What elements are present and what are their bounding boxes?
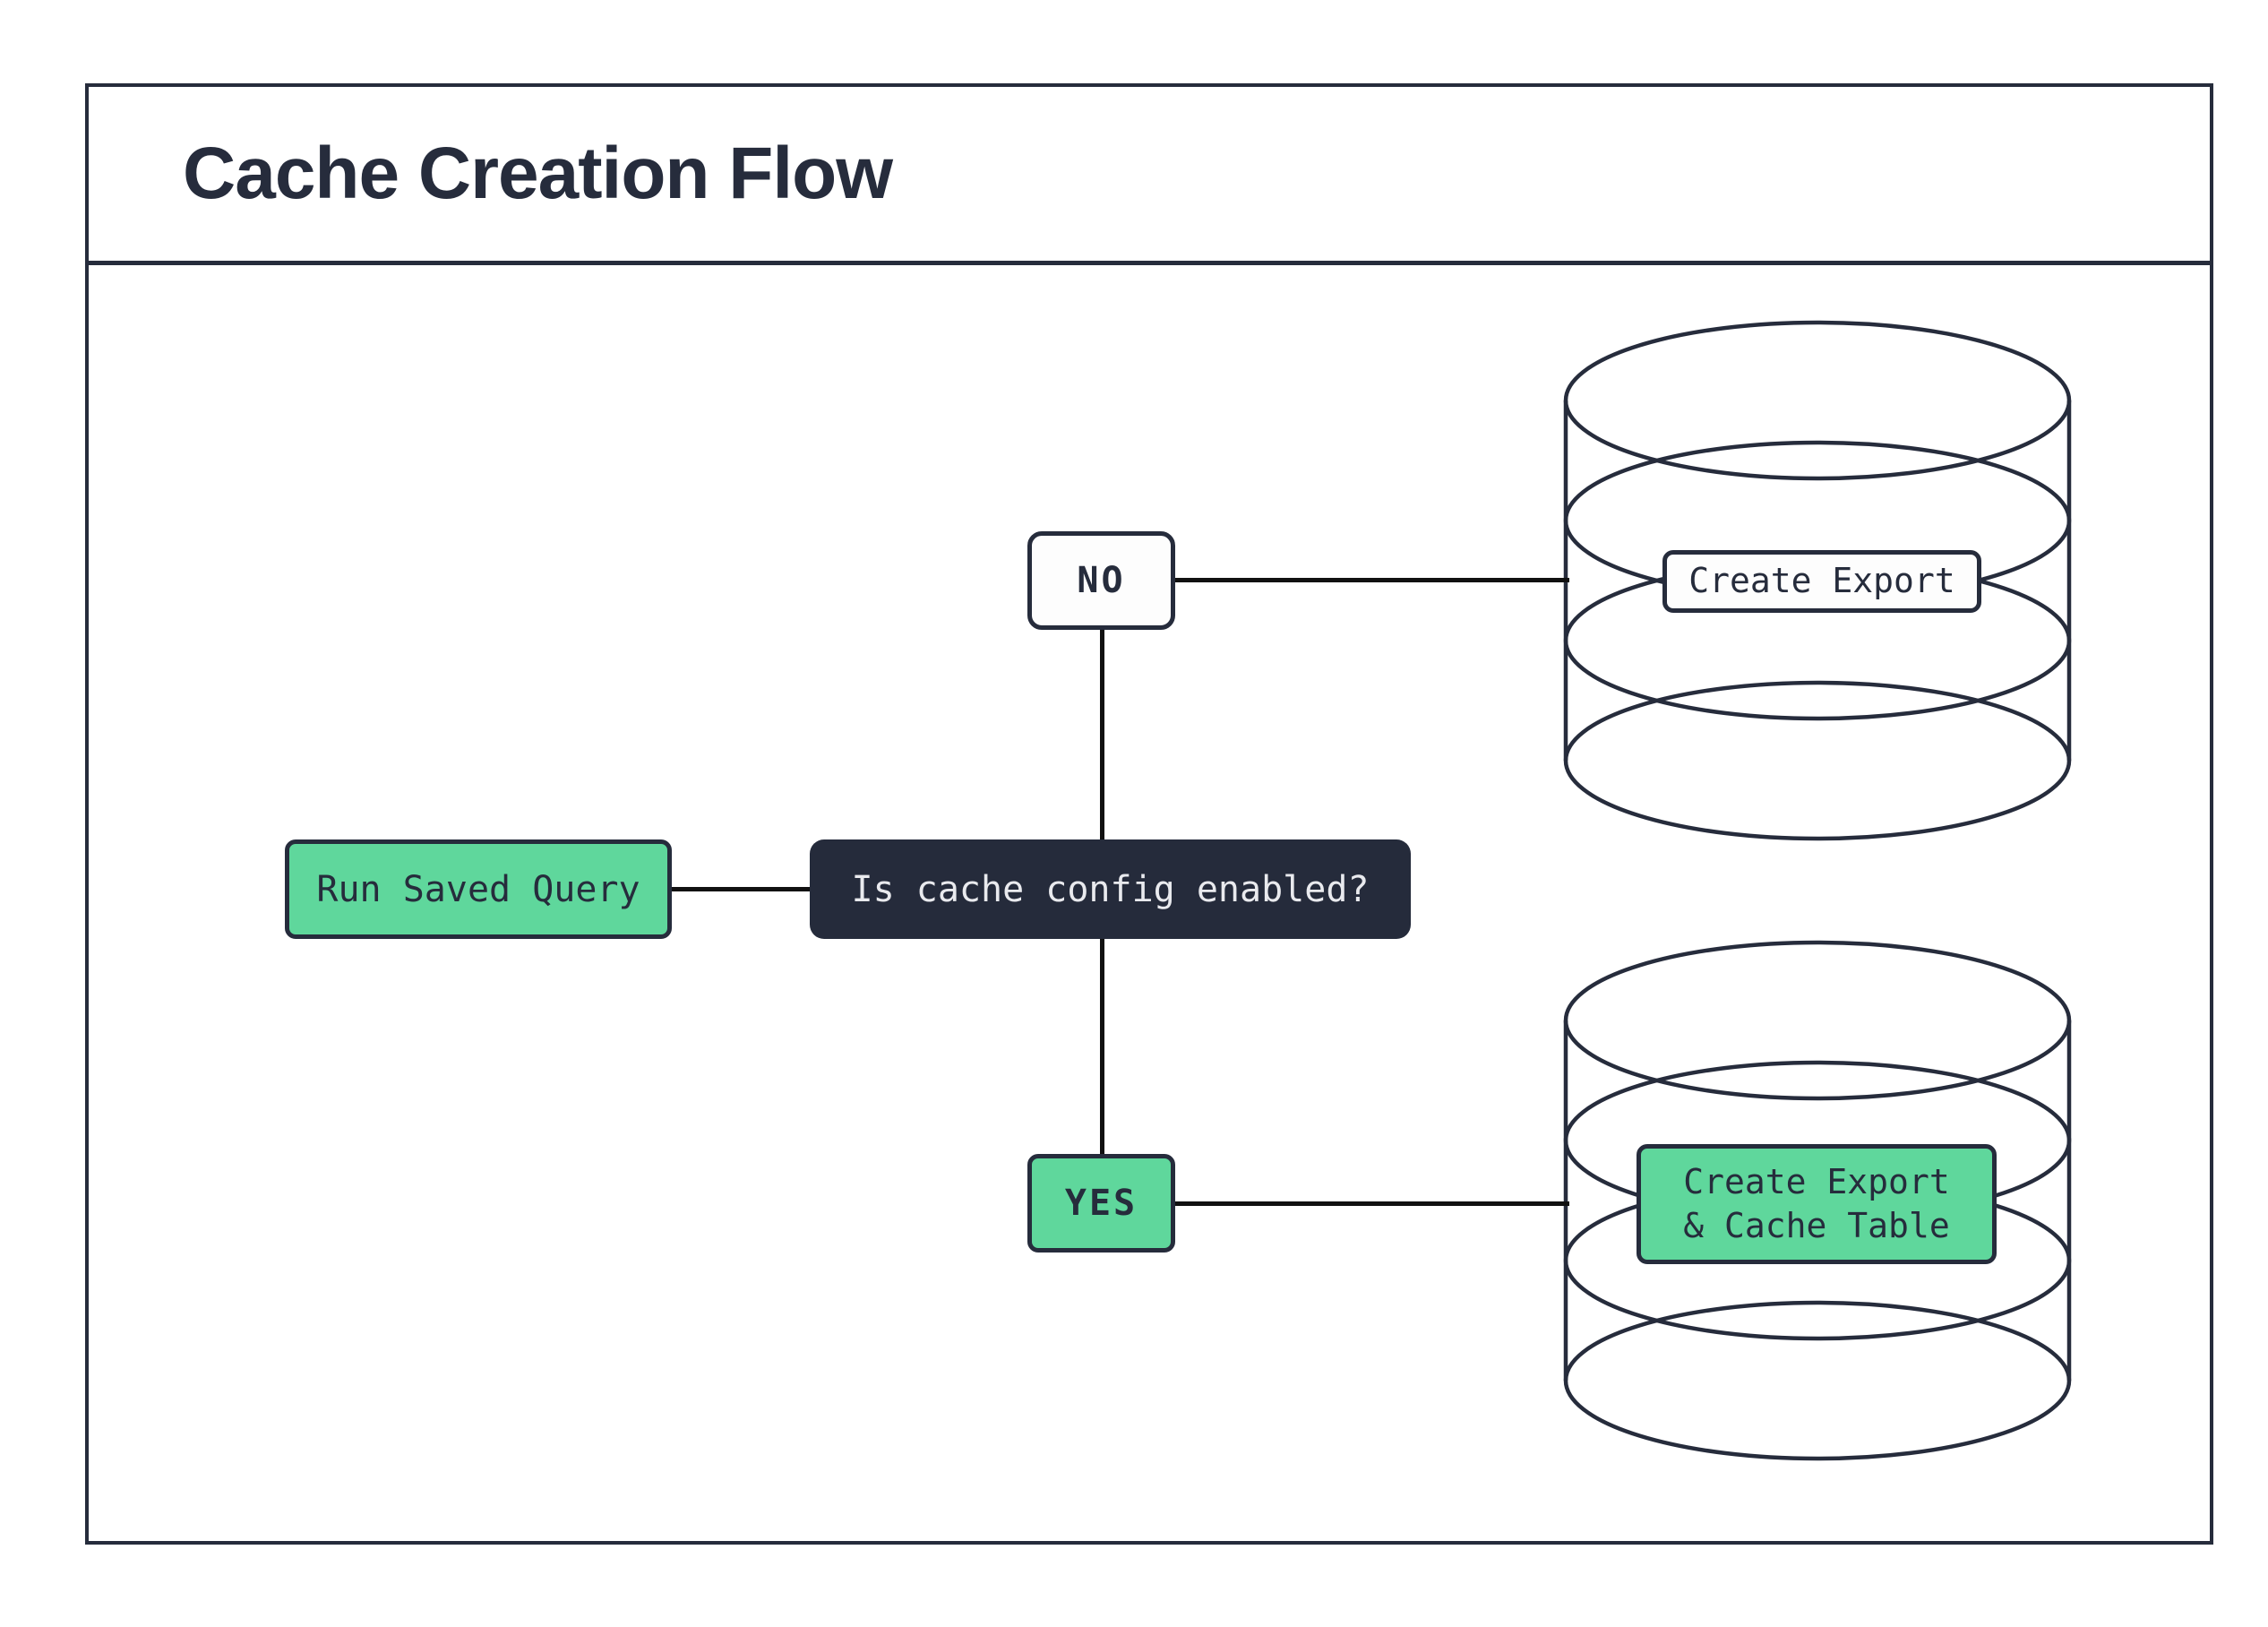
node-create-export: Create Export (1662, 550, 1981, 613)
connector-question-to-yes (1100, 939, 1104, 1156)
title-bar: Cache Creation Flow (89, 87, 2210, 265)
node-run-saved-query-label: Run Saved Query (316, 868, 640, 910)
node-cache-config-question-label: Is cache config enabled? (851, 868, 1370, 910)
connector-no-to-export-db (1175, 578, 1569, 582)
connector-yes-to-cache-db (1175, 1201, 1569, 1206)
diagram-frame: Cache Creation Flow (85, 83, 2213, 1545)
node-create-export-cache-table: Create Export & Cache Table (1637, 1144, 1997, 1264)
node-yes-branch-label: YES (1064, 1183, 1138, 1224)
node-cache-config-question: Is cache config enabled? (810, 839, 1411, 939)
node-no-branch: NO (1027, 531, 1175, 630)
connector-run-to-question (672, 887, 810, 891)
node-create-export-label: Create Export (1688, 561, 1955, 601)
connector-question-to-no (1100, 630, 1104, 841)
node-no-branch-label: NO (1077, 560, 1126, 601)
export-cache-label-line1: Create Export (1683, 1161, 1950, 1201)
node-run-saved-query: Run Saved Query (285, 839, 672, 939)
node-yes-branch: YES (1027, 1154, 1175, 1253)
export-cache-label-line2: & Cache Table (1683, 1206, 1950, 1245)
node-create-export-cache-table-label: Create Export & Cache Table (1683, 1160, 1949, 1249)
page-title: Cache Creation Flow (183, 133, 893, 214)
